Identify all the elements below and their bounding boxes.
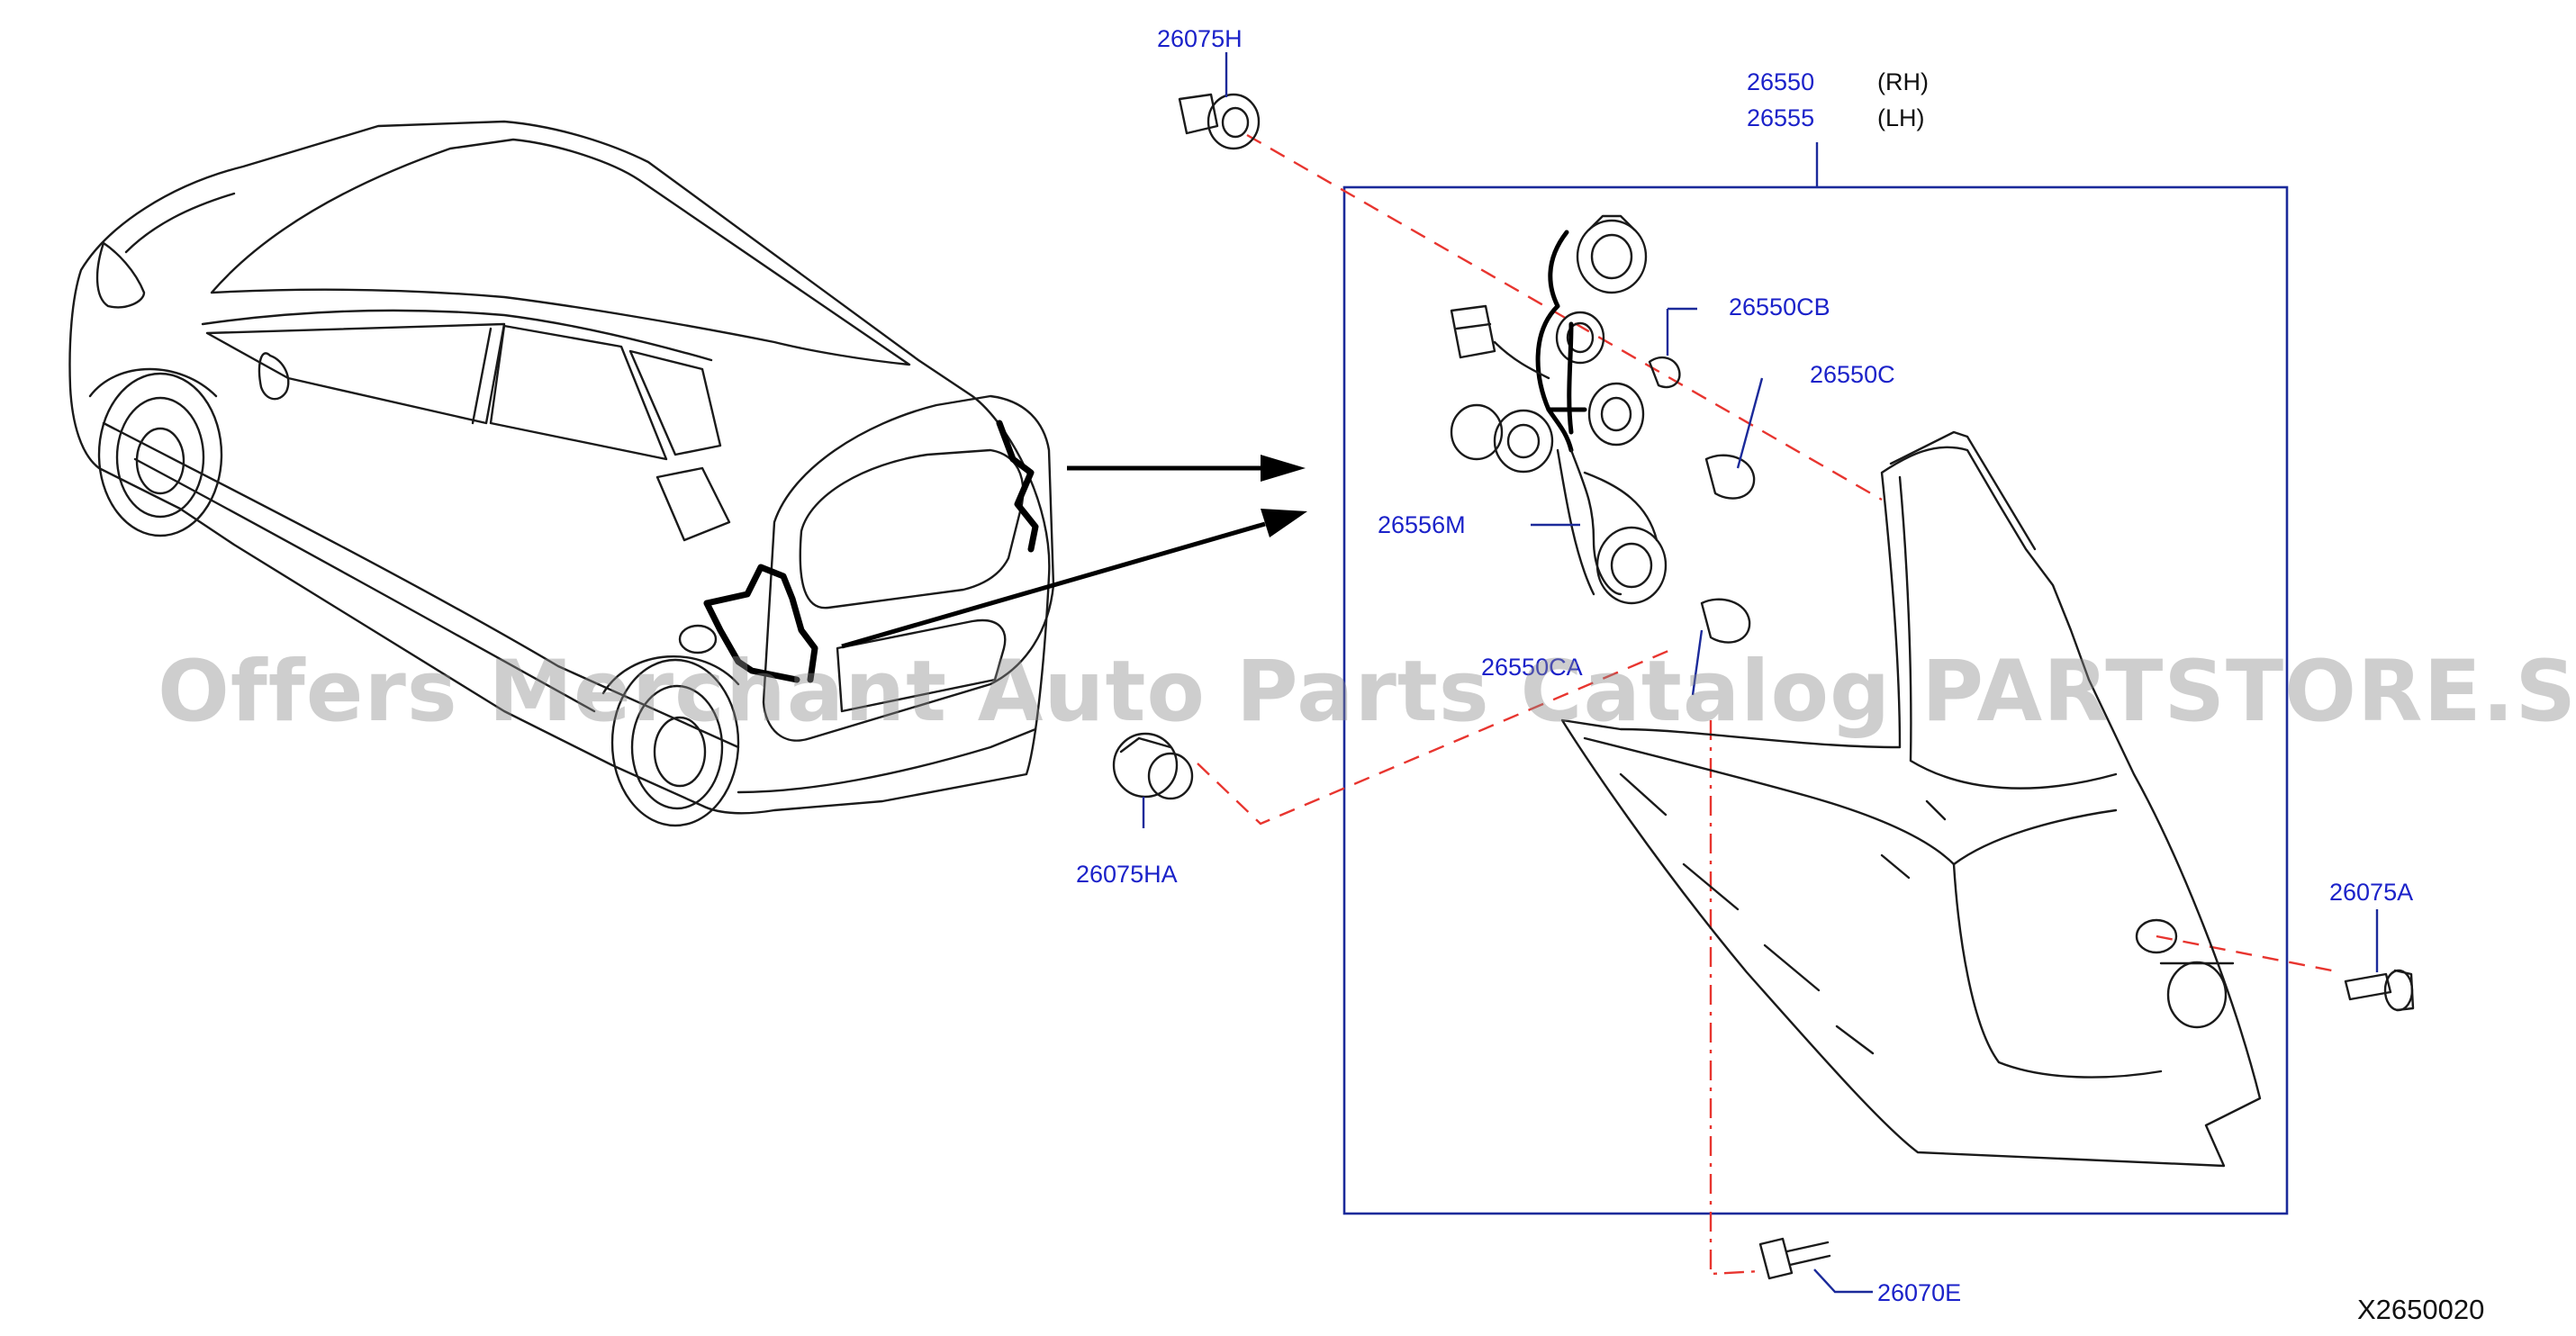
label-26556M: 26556M	[1378, 511, 1466, 538]
label-26550: 26550	[1747, 68, 1814, 95]
label-26070E: 26070E	[1877, 1279, 1961, 1306]
fastener-26075H	[1178, 93, 1261, 150]
fastener-26075HA	[1112, 732, 1194, 800]
label-lh: (LH)	[1877, 104, 1925, 131]
label-rh: (RH)	[1877, 68, 1929, 95]
callout-labels: 26075H 26550 (RH) 26555 (LH) 26550CB 265…	[1076, 25, 2413, 1306]
pointer-arrows	[841, 455, 1307, 649]
assembly-boundary-box	[1342, 185, 2289, 1215]
label-26550CB: 26550CB	[1729, 293, 1830, 320]
label-26555: 26555	[1747, 104, 1814, 131]
rear-combination-lamp-housing	[1560, 430, 2262, 1168]
socket-harness-assembly	[1450, 214, 1756, 644]
bolt-26075A	[2344, 969, 2415, 1012]
label-26075A: 26075A	[2329, 879, 2413, 906]
clip-26070E	[1758, 1237, 1831, 1280]
diagram-code: X2650020	[2357, 1294, 2484, 1325]
label-26550C: 26550C	[1810, 361, 1895, 388]
alignment-guides	[1197, 133, 2342, 1276]
label-26075H: 26075H	[1157, 25, 1243, 52]
leader-lines	[1142, 52, 2379, 1294]
label-26550CA: 26550CA	[1481, 654, 1583, 681]
label-26075HA: 26075HA	[1076, 861, 1178, 888]
car-illustration	[68, 120, 1055, 827]
watermark-text: Offers Merchant Auto Parts Catalog PARTS…	[158, 643, 2576, 741]
